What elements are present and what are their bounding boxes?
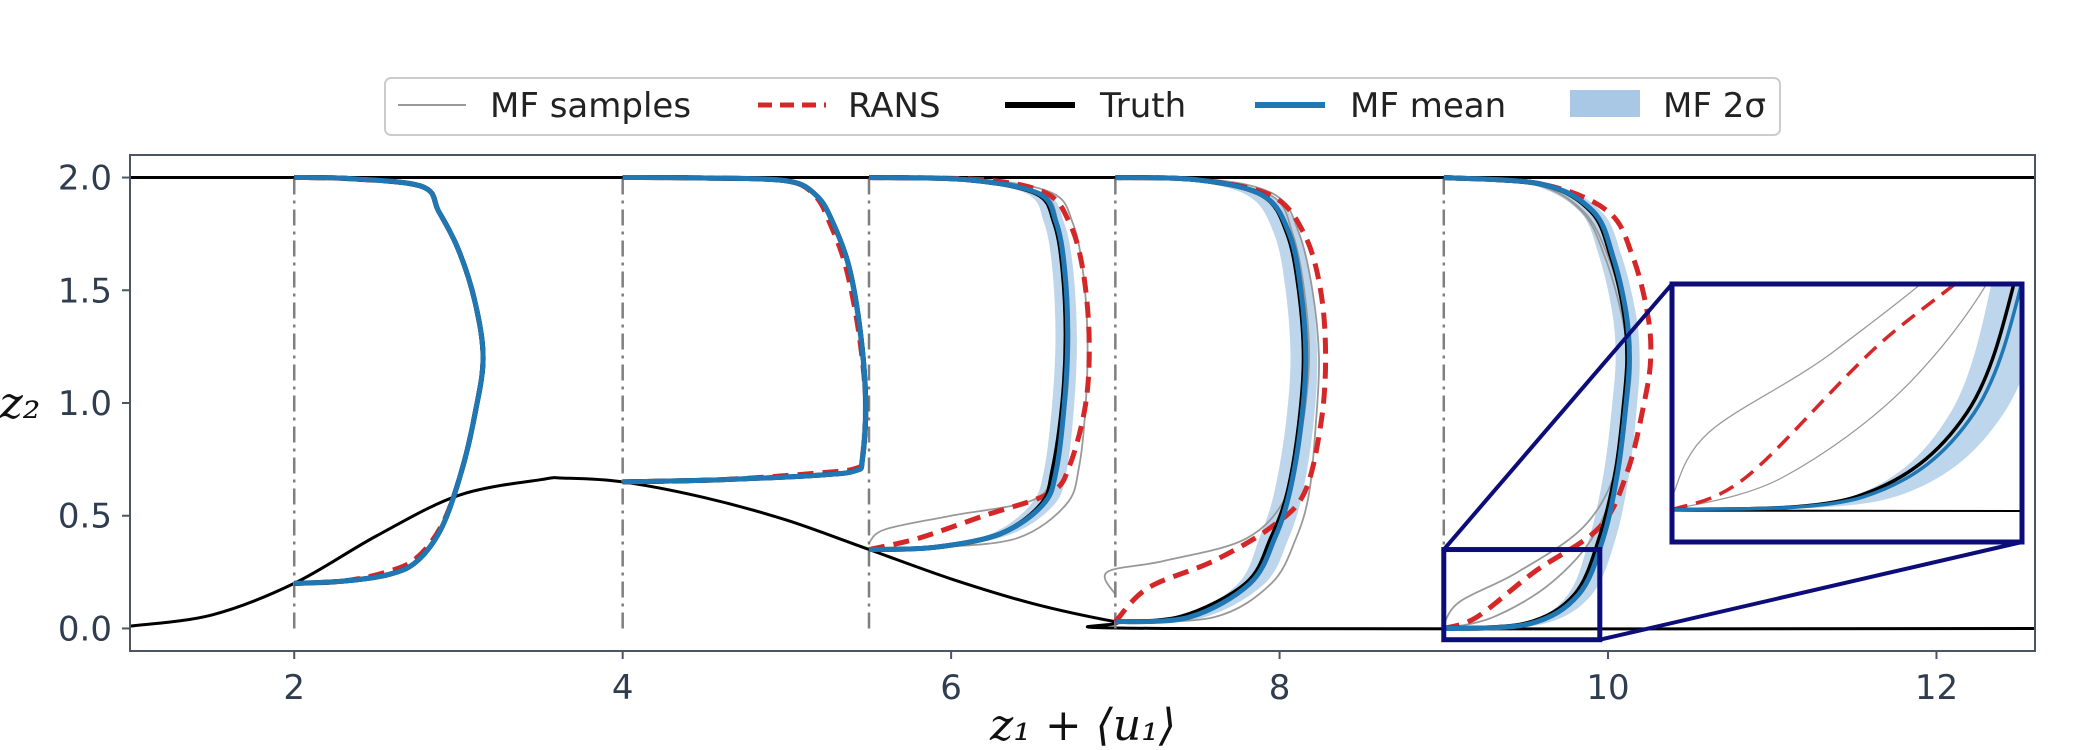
x-tick-label: 4 (612, 668, 634, 708)
y-axis-label: z₂ (0, 378, 40, 429)
legend: MF samples RANS Truth MF mean MF 2σ (384, 77, 1781, 136)
x-tick-label: 6 (940, 668, 962, 708)
inset-profile-4-truth-line (1672, 284, 2016, 512)
x-tick-label: 2 (283, 668, 305, 708)
legend-label-truth: Truth (1099, 86, 1186, 126)
profile-3-mf-sample-1 (1115, 176, 1320, 623)
inset-profile-4-mf-mean-line (1672, 284, 2022, 512)
zoom-inset (0, 0, 2025, 643)
x-tick-label: 8 (1269, 668, 1291, 708)
x-axis: 2 4 6 8 10 12 (283, 651, 1958, 708)
y-tick-label: 0.0 (58, 609, 112, 649)
legend-swatch-mf-band (1570, 90, 1640, 117)
legend-label-rans: RANS (848, 86, 941, 126)
profile-2-mf-sample-0 (868, 176, 1071, 544)
legend-item-truth: Truth (1005, 86, 1186, 126)
inset-profile-2-truth-line (383, 0, 825, 284)
inset-profile-1-rans-line (0, 0, 375, 91)
profile-4-rans-line (1442, 175, 1654, 631)
y-tick-label: 1.0 (58, 384, 112, 424)
inset-profile-4-mf-sample-0 (1672, 284, 1922, 498)
profile-2-mf-mean-line (868, 175, 1071, 552)
profile-1-mf-mean-line (622, 175, 869, 485)
legend-label-mf-mean: MF mean (1350, 86, 1506, 126)
profile-2-truth-line (868, 175, 1069, 552)
plot-area (130, 175, 2035, 631)
profile-3-mf-band (1115, 177, 1318, 622)
profile-1-rans-line (622, 175, 869, 485)
y-tick-label: 0.5 (58, 497, 112, 537)
inset-profile-1-truth-line (0, 0, 375, 91)
bottom-wall-line (130, 476, 2035, 631)
y-axis: 0.0 0.5 1.0 1.5 2.0 (58, 159, 130, 649)
legend-item-mf-band: MF 2σ (1570, 86, 1766, 126)
inset-profile-4-rans-line (1672, 284, 1958, 512)
x-axis-label: z₁ + ⟨u₁⟩ (989, 700, 1176, 750)
profile-4-mf-mean-line (1443, 175, 1632, 631)
inset-profile-2-mf-mean-line (383, 0, 829, 284)
inset-profile-3-rans-line (935, 0, 1406, 490)
y-tick-label: 2.0 (58, 159, 112, 199)
profile-3-rans-line (1113, 175, 1329, 624)
inset-profile-4-mf-sample-1 (1672, 284, 1988, 511)
profile-2-rans-line (868, 175, 1092, 552)
inset-frame (1669, 281, 2025, 545)
profile-3-mf-mean-line (1115, 175, 1309, 625)
zoom-source-box (1441, 547, 1603, 643)
legend-item-mf-mean: MF mean (1255, 86, 1506, 126)
x-tick-label: 12 (1915, 668, 1958, 708)
inset-connector-upper (1442, 282, 1674, 551)
inset-connector-lower (1599, 540, 2023, 642)
legend-label-mf-samples: MF samples (490, 86, 691, 126)
legend-label-mf-band: MF 2σ (1663, 86, 1766, 126)
legend-frame (384, 77, 1781, 136)
legend-item-rans: RANS (758, 86, 941, 126)
x-tick-label: 10 (1586, 668, 1629, 708)
legend-item-mf-samples: MF samples (398, 86, 691, 126)
inset-profile-1-mf-band (0, 0, 381, 91)
profile-0-mf-mean-line (294, 175, 486, 586)
inset-profile-1-mf-mean-line (0, 0, 375, 91)
y-tick-label: 1.5 (58, 271, 112, 311)
